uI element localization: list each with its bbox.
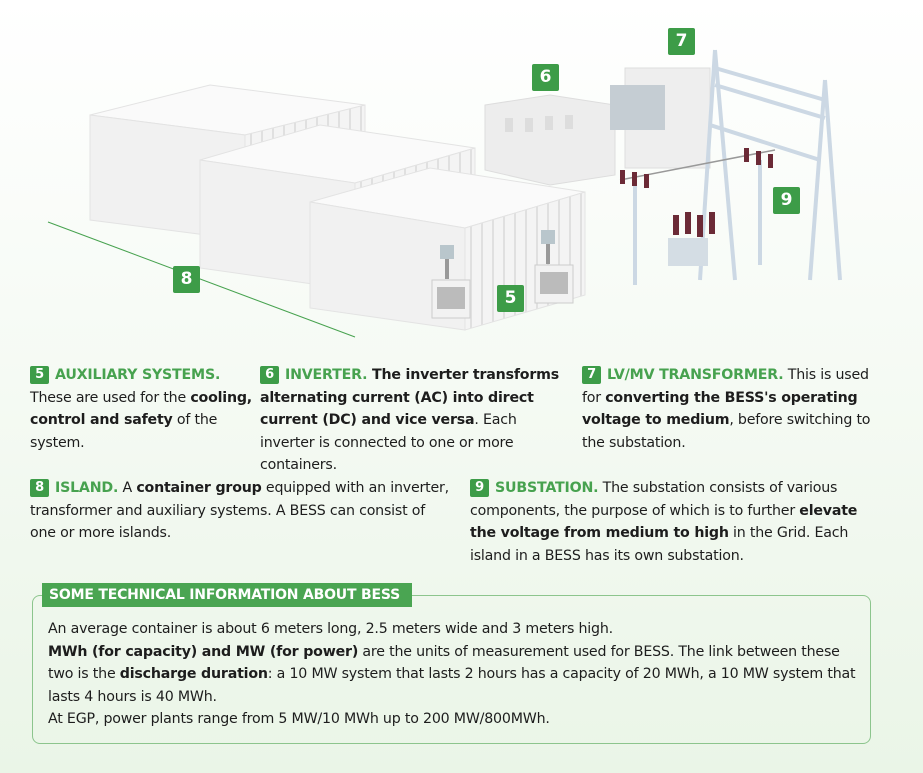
badge-7: 7: [582, 366, 601, 384]
info-text-end: : a 10 MW system that lasts 2 hours has …: [48, 666, 856, 705]
section-transformer: 7 LV/MV TRANSFORMER. This is used for con…: [582, 364, 882, 454]
badge-9: 9: [470, 479, 489, 497]
transformer-text-end: , before switching to the substation.: [582, 412, 871, 451]
island-dimension-line: [47, 221, 356, 338]
label-transformer: 7: [668, 28, 695, 55]
island-bold: container group: [136, 480, 262, 496]
inverter-text: . Each inverter is connected to one or m…: [260, 412, 517, 473]
info-line-2: MWh (for capacity) and MW (for power) ar…: [48, 641, 863, 709]
inverter-bold: The inverter transforms alternating curr…: [260, 367, 559, 428]
island-text: A: [118, 480, 137, 496]
insulators: [620, 148, 773, 237]
auxiliary-title: AUXILIARY SYSTEMS.: [55, 367, 221, 383]
info-text: are the units of measurement used for BE…: [48, 643, 840, 683]
inverter-unit: [484, 94, 616, 186]
info-bold-duration: discharge duration: [119, 666, 268, 682]
inverter-title: INVERTER.: [285, 367, 368, 383]
label-island: 8: [173, 266, 200, 293]
transformer-unit: [610, 67, 711, 169]
island-text-end: equipped with an inverter, transformer a…: [30, 480, 449, 541]
section-inverter: 6 INVERTER. The inverter transforms alter…: [260, 364, 560, 477]
transformer-title: LV/MV TRANSFORMER.: [607, 367, 784, 383]
badge-6: 6: [260, 366, 279, 384]
badge-8: 8: [30, 479, 49, 497]
bess-illustration: [47, 49, 842, 338]
section-island: 8 ISLAND. A container group equipped with…: [30, 477, 450, 545]
section-substation: 9 SUBSTATION. The substation consists of …: [470, 477, 885, 567]
technical-info-title: SOME TECHNICAL INFORMATION ABOUT BESS: [42, 583, 412, 607]
auxiliary-text: These are used for the: [30, 389, 191, 406]
substation: [619, 49, 842, 285]
substation-bold: elevate the voltage from medium to high: [470, 502, 858, 542]
info-line-1: An average container is about 6 meters l…: [48, 621, 613, 637]
substation-text-end: in the Grid. Each island in a BESS has i…: [470, 525, 849, 564]
substation-title: SUBSTATION.: [495, 480, 599, 496]
substation-text: The substation consists of various compo…: [470, 480, 838, 519]
section-auxiliary: 5 AUXILIARY SYSTEMS. These are used for t…: [30, 364, 252, 454]
auxiliary-bold: cooling, control and safety: [30, 389, 252, 429]
info-bold-units: MWh (for capacity) and MW (for power): [48, 643, 359, 660]
auxiliary-text-end: of the system.: [30, 412, 218, 451]
technical-info-body: An average container is about 6 meters l…: [48, 618, 863, 731]
label-auxiliary: 5: [497, 285, 524, 312]
label-inverter: 6: [532, 64, 559, 91]
technical-info-box: [32, 595, 871, 744]
island-title: ISLAND.: [55, 480, 119, 496]
transformer-bold: converting the BESS's operating voltage …: [582, 389, 858, 429]
auxiliary-units: [431, 230, 574, 319]
badge-5: 5: [30, 366, 49, 384]
info-line-3: At EGP, power plants range from 5 MW/10 …: [48, 711, 550, 727]
label-substation: 9: [773, 187, 800, 214]
transformer-text: This is used for: [582, 367, 869, 406]
